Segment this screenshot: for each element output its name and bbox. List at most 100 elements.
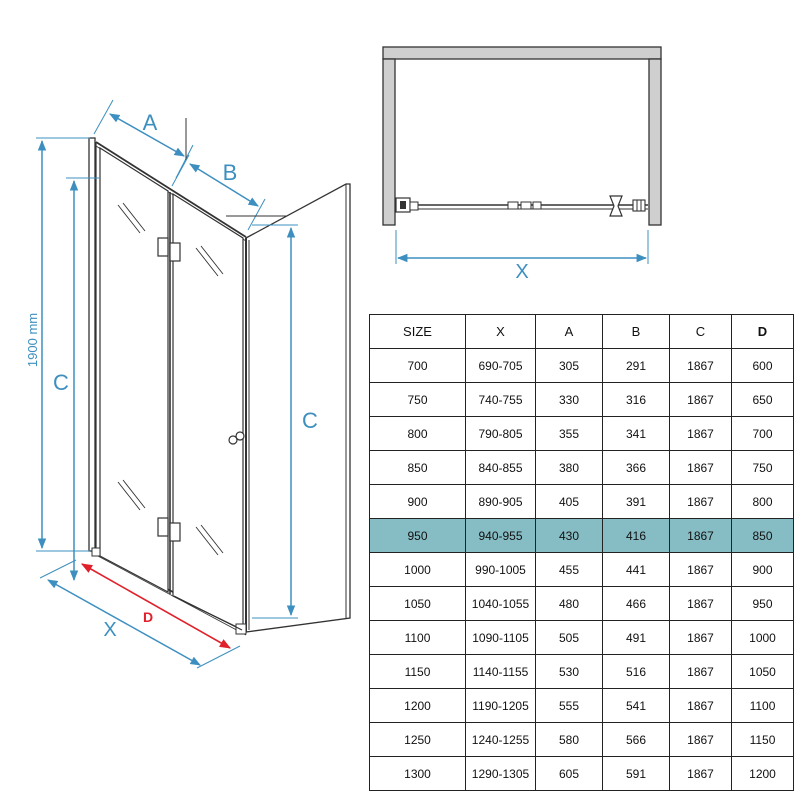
table-cell-x: 1190-1205 [465, 688, 536, 723]
table-cell-size: 800 [369, 416, 466, 451]
top-view-wall-back [382, 46, 662, 60]
table-cell-d: 900 [731, 552, 794, 587]
table-cell-b: 441 [602, 552, 670, 587]
table-cell-b: 466 [602, 586, 670, 621]
table-cell-a: 455 [535, 552, 603, 587]
table-cell-x: 1290-1305 [465, 756, 536, 791]
table-cell-size: 850 [369, 450, 466, 485]
top-view-label-x: X [515, 261, 528, 283]
top-view-wall-right [648, 58, 662, 226]
table-cell-size: 900 [369, 484, 466, 519]
table-cell-x: 840-855 [465, 450, 536, 485]
table-cell-a: 380 [535, 450, 603, 485]
label-height: 1900 mm [25, 313, 40, 367]
table-header-d: D [731, 314, 794, 349]
top-view-hinge-middle [507, 201, 519, 210]
top-view: X [382, 46, 662, 283]
table-cell-x: 1240-1255 [465, 722, 536, 757]
table-cell-size: 1300 [369, 756, 466, 791]
table-cell-c: 1867 [669, 518, 732, 553]
dimension-a [109, 113, 185, 157]
table-cell-c: 1867 [669, 688, 732, 723]
table-header-b: B [602, 314, 670, 349]
table-cell-b: 591 [602, 756, 670, 791]
table-cell-d: 800 [731, 484, 794, 519]
table-cell-x: 740-755 [465, 382, 536, 417]
table-cell-c: 1867 [669, 450, 732, 485]
table-cell-a: 355 [535, 416, 603, 451]
table-cell-d: 1050 [731, 654, 794, 689]
side-panel [245, 183, 351, 633]
table-cell-x: 790-805 [465, 416, 536, 451]
dimension-d [81, 563, 231, 649]
table-cell-x: 940-955 [465, 518, 536, 553]
table-cell-a: 555 [535, 688, 603, 723]
table-cell-b: 541 [602, 688, 670, 723]
table-cell-a: 505 [535, 620, 603, 655]
table-cell-d: 600 [731, 348, 794, 383]
table-cell-size: 1150 [369, 654, 466, 689]
top-view-handle [609, 195, 623, 217]
table-cell-x: 1140-1155 [465, 654, 536, 689]
table-cell-size: 750 [369, 382, 466, 417]
table-cell-c: 1867 [669, 382, 732, 417]
table-cell-d: 750 [731, 450, 794, 485]
front-dimensions: 1900 mm C C A B X D [25, 99, 318, 669]
table-cell-b: 391 [602, 484, 670, 519]
table-cell-b: 516 [602, 654, 670, 689]
table-cell-d: 650 [731, 382, 794, 417]
table-cell-size: 1050 [369, 586, 466, 621]
table-cell-size: 700 [369, 348, 466, 383]
table-cell-x: 690-705 [465, 348, 536, 383]
label-c-right: C [302, 408, 318, 433]
table-header-a: A [535, 314, 603, 349]
label-x-front: X [103, 619, 116, 641]
table-cell-c: 1867 [669, 416, 732, 451]
table-cell-x: 990-1005 [465, 552, 536, 587]
table-cell-d: 850 [731, 518, 794, 553]
table-cell-size: 1000 [369, 552, 466, 587]
table-cell-d: 700 [731, 416, 794, 451]
glass-reflections [117, 202, 224, 556]
table-cell-a: 330 [535, 382, 603, 417]
table-header-size: SIZE [369, 314, 466, 349]
label-a: A [143, 110, 158, 135]
table-cell-a: 480 [535, 586, 603, 621]
wall-profile [88, 137, 96, 552]
table-header-c: C [669, 314, 732, 349]
table-cell-b: 316 [602, 382, 670, 417]
table-cell-b: 566 [602, 722, 670, 757]
table-cell-x: 890-905 [465, 484, 536, 519]
table-cell-c: 1867 [669, 586, 732, 621]
table-cell-a: 605 [535, 756, 603, 791]
table-cell-size: 1100 [369, 620, 466, 655]
table-cell-d: 1150 [731, 722, 794, 757]
table-cell-c: 1867 [669, 654, 732, 689]
label-c-left: C [53, 370, 69, 395]
hinge-top [157, 237, 181, 262]
table-cell-size: 950 [369, 518, 466, 553]
table-cell-c: 1867 [669, 756, 732, 791]
table-cell-c: 1867 [669, 552, 732, 587]
table-cell-size: 1250 [369, 722, 466, 757]
table-cell-a: 580 [535, 722, 603, 757]
table-cell-b: 341 [602, 416, 670, 451]
table-cell-a: 305 [535, 348, 603, 383]
